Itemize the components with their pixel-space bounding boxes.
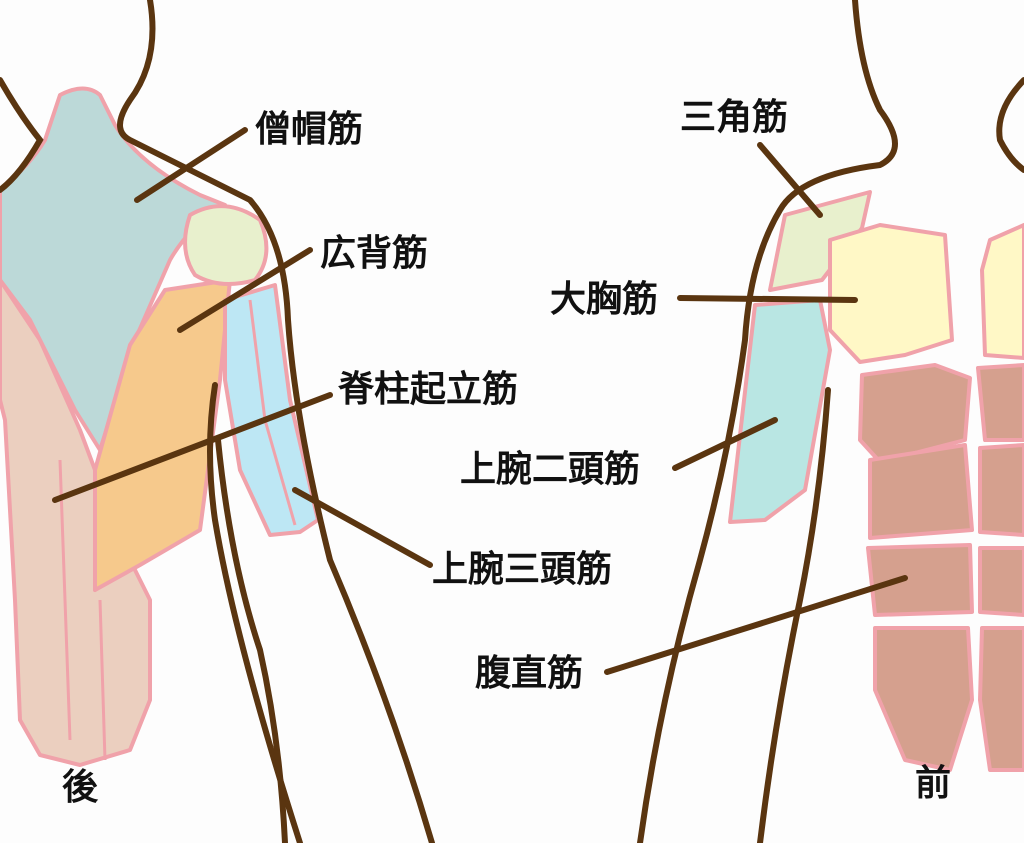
label-deltoid: 三角筋 <box>680 97 789 138</box>
rectus-leader <box>604 575 908 675</box>
label-back-view: 後 <box>62 767 99 808</box>
label-trapezius: 僧帽筋 <box>255 109 364 150</box>
rectus-abdominis-muscle <box>858 363 1024 772</box>
leader-lines <box>52 127 908 675</box>
label-latissimus: 広背筋 <box>320 233 429 274</box>
deltoid-front-muscle <box>768 190 872 292</box>
pectoralis-right-muscle <box>980 223 1024 360</box>
label-erector-spinae: 脊柱起立筋 <box>338 369 519 410</box>
label-biceps: 上腕二頭筋 <box>460 449 641 490</box>
erector-spinae-muscle <box>0 278 152 767</box>
pectoralis-left-muscle <box>828 223 954 364</box>
triceps-muscle <box>223 283 320 537</box>
trapezius-leader <box>134 127 248 203</box>
deltoid-leader <box>757 142 823 218</box>
erector-leader <box>52 392 333 503</box>
deltoid-back-muscle <box>183 204 269 286</box>
pectoralis-leader <box>677 295 858 303</box>
label-pectoralis: 大胸筋 <box>550 279 659 320</box>
label-rectus-abdominis: 腹直筋 <box>475 653 584 694</box>
latissimus-leader <box>177 247 313 333</box>
label-front-view: 前 <box>915 763 952 804</box>
latissimus-muscle <box>93 278 232 592</box>
triceps-leader <box>292 487 433 568</box>
label-triceps: 上腕三頭筋 <box>432 549 613 590</box>
biceps-leader <box>672 417 778 471</box>
